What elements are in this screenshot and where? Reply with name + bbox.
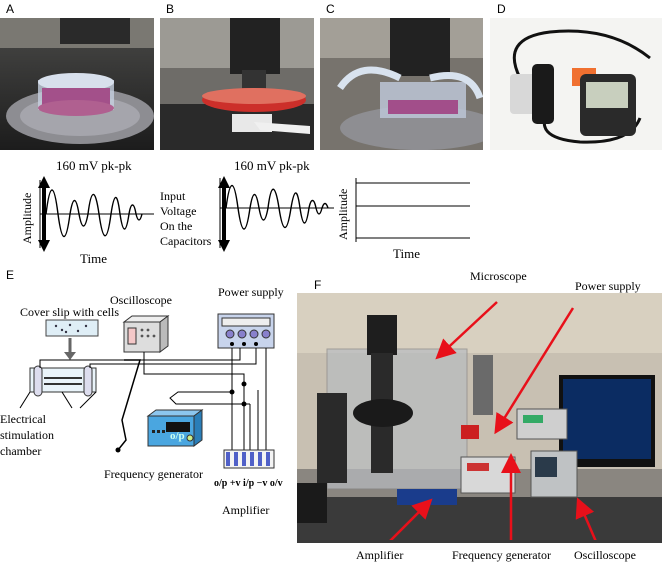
label-photo-frequency-generator: Frequency generator: [452, 548, 551, 562]
label-chamber-1: Electrical: [0, 412, 46, 426]
label-oscilloscope: Oscilloscope: [110, 293, 172, 307]
label-amplifier: Amplifier: [222, 503, 270, 517]
panel-label-d: D: [497, 2, 506, 16]
label-photo-oscilloscope: Oscilloscope: [574, 548, 636, 562]
photo-f-setup: [297, 293, 662, 543]
cover-slip: [45, 319, 99, 337]
waveform-plot-right: [218, 176, 334, 252]
panel-label-c: C: [326, 2, 335, 16]
xlabel-left: Time: [80, 251, 107, 266]
panel-label-e: E: [6, 268, 15, 282]
photo-a-petri-dish: [0, 18, 154, 150]
waveform-plot-left: [38, 176, 154, 252]
xlabel-right: Time: [393, 246, 420, 261]
photo-b-stage: [160, 18, 314, 150]
label-cover-slip: Cover slip with cells: [20, 305, 119, 319]
input-caption-4: Capacitors: [160, 234, 212, 248]
generator-display-text: o/p: [170, 430, 185, 442]
panel-label-f: F: [314, 278, 322, 292]
label-frequency-generator: Frequency generator: [104, 467, 203, 481]
label-chamber-3: chamber: [0, 444, 42, 458]
voltage-label-left: 160 mV pk-pk: [56, 158, 132, 173]
circuit-schematic: [19, 313, 275, 469]
input-caption-3: On the: [160, 219, 193, 233]
photo-d-stimulator: [490, 18, 662, 150]
ylabel-right: Amplitude: [336, 188, 350, 240]
label-photo-power-supply: Power supply: [575, 279, 641, 293]
flat-trace-plot: [355, 178, 470, 242]
panel-label-a: A: [6, 2, 15, 16]
input-caption-1: Input: [160, 189, 186, 203]
label-photo-amplifier: Amplifier: [356, 548, 404, 562]
voltage-label-right: 160 mV pk-pk: [234, 158, 310, 173]
ylabel-left: Amplitude: [20, 192, 34, 244]
label-power-supply: Power supply: [218, 285, 284, 299]
label-chamber-2: stimulation: [0, 428, 54, 442]
panel-label-b: B: [166, 2, 175, 16]
photo-f-arrows: [389, 301, 597, 540]
label-amplifier-pins: o/p +v i/p −v o/v: [214, 478, 283, 489]
input-caption-2: Voltage: [160, 204, 197, 218]
photo-c-chamber: [320, 18, 483, 150]
label-photo-microscope: Microscope: [470, 269, 527, 283]
